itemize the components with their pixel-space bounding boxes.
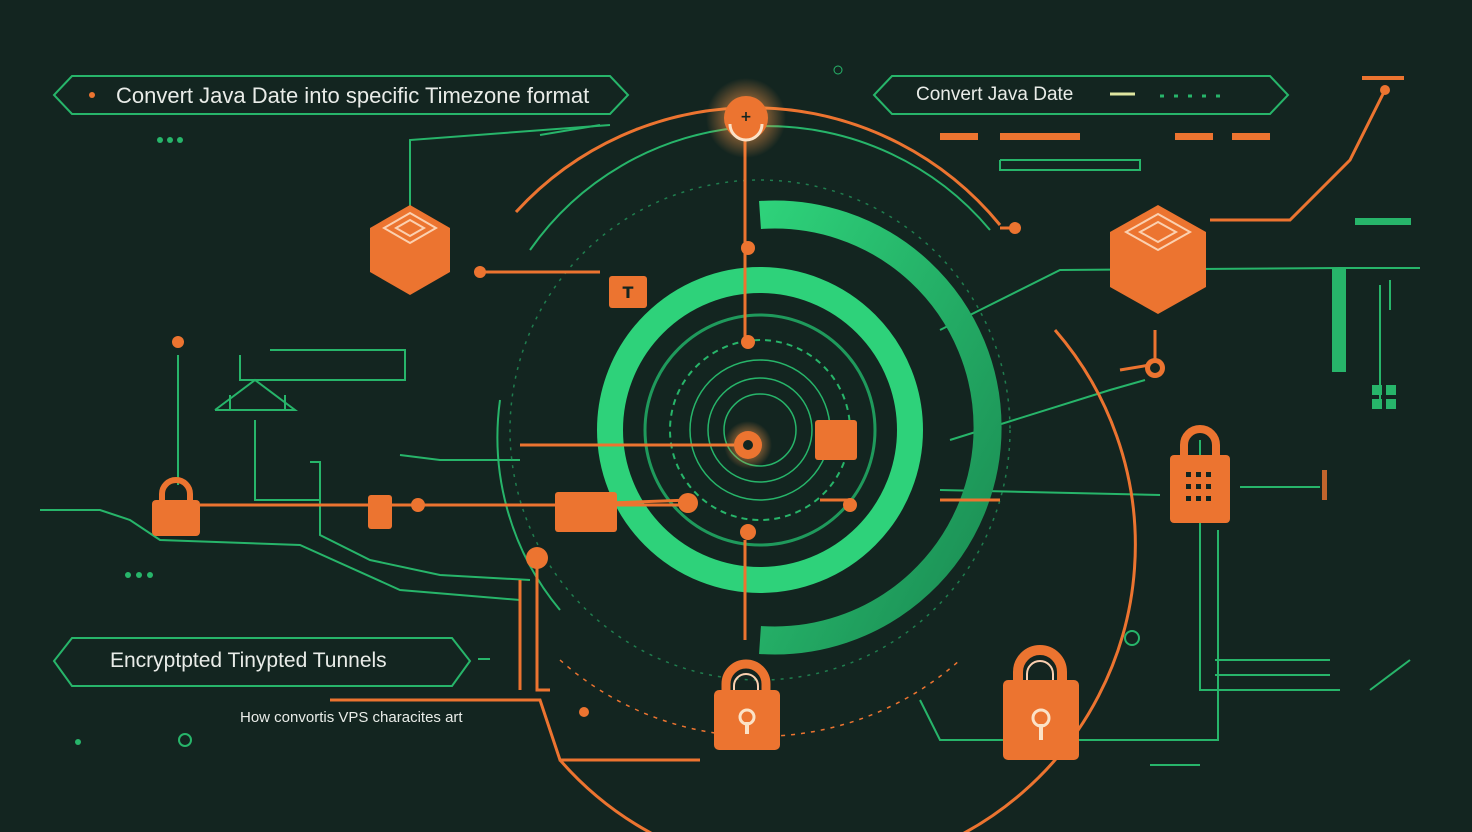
bottom-left-banner	[52, 637, 490, 687]
top-right-banner-text: Convert Java Date	[916, 84, 1074, 105]
small-node-boxes: T	[368, 276, 857, 532]
node-icon	[178, 733, 192, 747]
top-left-banner-text: Convert Java Date into specific Timezone…	[116, 83, 590, 108]
green-bar	[1332, 268, 1346, 372]
center-node	[724, 421, 772, 469]
top-right-banner	[872, 75, 1290, 115]
bottom-left-banner-text: Encryptpted Tinypted Tunnels	[110, 649, 387, 672]
padlock-center	[714, 659, 780, 750]
cube-left	[370, 205, 450, 295]
padlock-right-grid	[1186, 472, 1211, 501]
padlock-left	[152, 477, 200, 536]
padlock-right-bottom	[1003, 645, 1079, 760]
decorative-dots	[75, 65, 843, 745]
top-left-banner	[52, 75, 630, 115]
top-node: +	[706, 78, 786, 158]
cube-right	[1110, 205, 1206, 314]
tunnel-rings	[496, 125, 1011, 738]
gear-icon	[1124, 630, 1140, 646]
caption-text: How convortis VPS characites art	[240, 709, 463, 726]
svg-text:T: T	[623, 283, 634, 302]
svg-text:+: +	[740, 109, 752, 125]
